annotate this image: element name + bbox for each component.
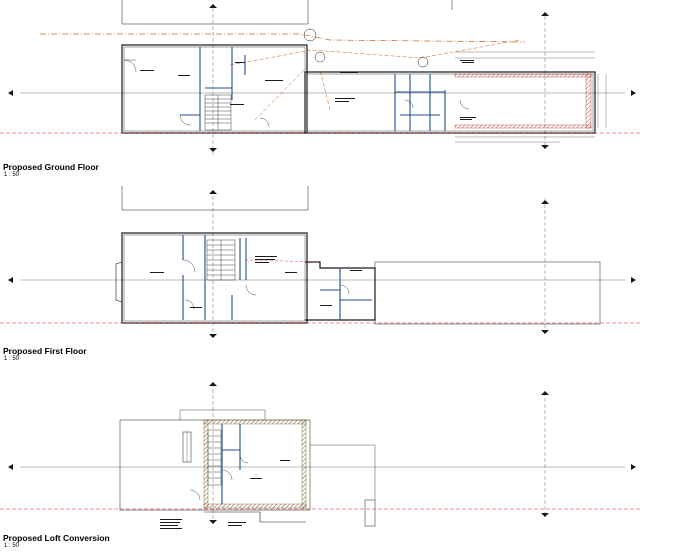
ground-floor-scale: 1 : 50 bbox=[4, 172, 20, 178]
triangle-marker-icon bbox=[8, 464, 13, 470]
loft-plan bbox=[0, 382, 640, 529]
loft-conversion-title: Proposed Loft Conversion bbox=[3, 533, 110, 543]
triangle-marker-icon bbox=[631, 90, 636, 96]
section-marker-icon bbox=[541, 391, 549, 395]
section-marker-icon bbox=[541, 12, 549, 16]
section-marker-icon bbox=[209, 382, 217, 386]
triangle-marker-icon bbox=[8, 277, 13, 283]
section-marker-icon bbox=[541, 200, 549, 204]
section-marker-icon bbox=[209, 4, 217, 8]
section-marker-icon bbox=[209, 334, 217, 338]
triangle-marker-icon bbox=[631, 464, 636, 470]
section-marker-icon bbox=[541, 145, 549, 149]
section-marker-icon bbox=[541, 330, 549, 334]
section-marker-icon bbox=[209, 520, 217, 524]
first-floor-plan bbox=[0, 186, 640, 340]
section-marker-icon bbox=[209, 190, 217, 194]
first-floor-title: Proposed First Floor bbox=[3, 346, 87, 356]
section-marker-icon bbox=[209, 148, 217, 152]
ground-floor-plan bbox=[0, 0, 640, 155]
triangle-marker-icon bbox=[631, 277, 636, 283]
first-floor-scale: 1 : 50 bbox=[4, 356, 20, 362]
loft-conversion-scale: 1 : 50 bbox=[4, 543, 20, 549]
triangle-marker-icon bbox=[8, 90, 13, 96]
ground-floor-title: Proposed Ground Floor bbox=[3, 162, 99, 172]
section-marker-icon bbox=[541, 513, 549, 517]
